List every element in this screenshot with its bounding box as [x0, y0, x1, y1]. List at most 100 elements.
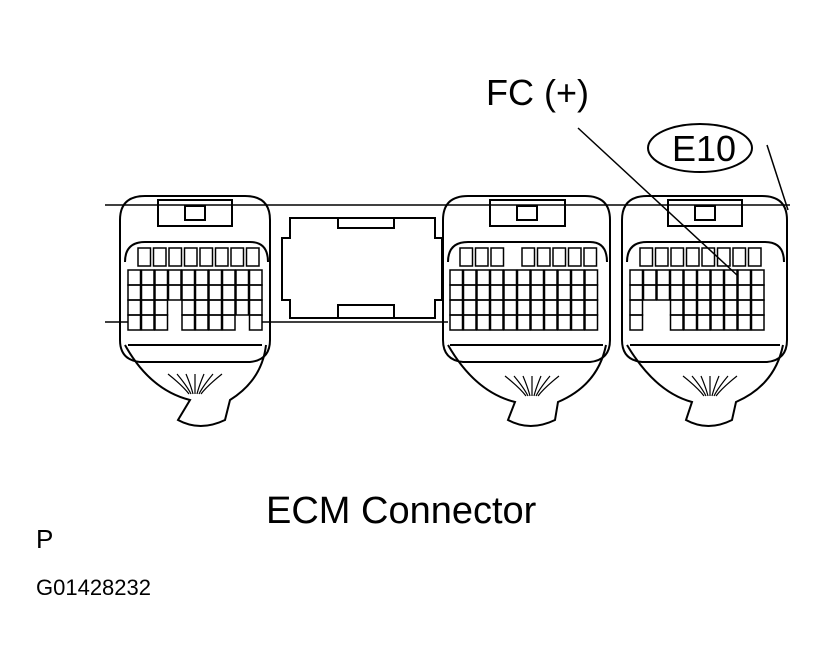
connector-pin [199, 247, 214, 267]
connector-pin [503, 314, 518, 331]
connector-pin [683, 299, 698, 316]
connector-pin [167, 284, 182, 301]
wire-line [715, 375, 738, 397]
connector-pin [642, 269, 657, 286]
connector-pin [552, 247, 567, 267]
connector-pin [654, 247, 669, 267]
connector-pin [570, 284, 585, 301]
connector-pin [750, 284, 765, 301]
code-letter: P [36, 524, 54, 554]
connector-pin [181, 269, 196, 286]
e10-connector-ellipse [647, 123, 753, 173]
connector-pin [669, 314, 684, 331]
connector-pin [194, 284, 209, 301]
connector-pin [656, 284, 671, 301]
connector-pin [248, 269, 263, 286]
connector-pin [516, 269, 531, 286]
connector-pin [530, 269, 545, 286]
connector-pin [583, 247, 598, 267]
connector-pin [701, 247, 716, 267]
connector-pin [629, 299, 644, 316]
wire-line [196, 373, 205, 395]
connector-pin [221, 284, 236, 301]
connector-pin [503, 269, 518, 286]
wire-line [176, 373, 192, 395]
wire-line [513, 375, 529, 397]
connector-pin [137, 247, 152, 267]
connector-pin [570, 269, 585, 286]
wire-line [504, 375, 527, 397]
connector-pin [584, 299, 599, 316]
connector-pin [194, 269, 209, 286]
connector-pin [629, 284, 644, 301]
connector-pin [557, 299, 572, 316]
fc-plus-pin-label: FC (+) [486, 72, 589, 113]
wire-line [713, 375, 729, 397]
connector-pin [557, 284, 572, 301]
connector-pin [710, 269, 725, 286]
connector-pin [683, 314, 698, 331]
connector-pin [656, 269, 671, 286]
connector-pin [476, 269, 491, 286]
connector-pin [194, 314, 209, 331]
connector-pin [737, 284, 752, 301]
connector-pin [629, 314, 644, 331]
connector-pin [459, 247, 474, 267]
connector-pin [543, 314, 558, 331]
connector-pin [683, 269, 698, 286]
connector-pin [208, 299, 223, 316]
connector-pin [449, 284, 464, 301]
connector-pin [750, 314, 765, 331]
connector-pin [696, 284, 711, 301]
connector-e10 [621, 195, 788, 427]
connector-pin [248, 284, 263, 301]
connector-pin [685, 247, 700, 267]
connector-pin [732, 247, 747, 267]
connector-pin [696, 269, 711, 286]
wire-line [691, 375, 707, 397]
wire-line [535, 375, 551, 397]
connector-pin [710, 299, 725, 316]
connector-pin [194, 299, 209, 316]
connector-pin [127, 314, 142, 331]
connector-pin [543, 284, 558, 301]
connector-pin [521, 247, 536, 267]
connector-pin [670, 247, 685, 267]
connector-pin [567, 247, 582, 267]
connector-pin [629, 269, 644, 286]
connector-pin [747, 247, 762, 267]
connector-pin [140, 314, 155, 331]
connector-pin [245, 247, 260, 267]
connector-pin [181, 314, 196, 331]
connector-pin [449, 314, 464, 331]
wire-line [198, 373, 214, 395]
connector-pin [723, 269, 738, 286]
connector-pin [723, 314, 738, 331]
connector-pin [669, 284, 684, 301]
connector-pin [536, 247, 551, 267]
connector-pin [750, 299, 765, 316]
connector-pin [710, 284, 725, 301]
wire-line [200, 373, 223, 395]
connector-pin [154, 269, 169, 286]
connector-pin [570, 299, 585, 316]
connector-pin [230, 247, 245, 267]
wire-line [167, 373, 190, 395]
connector-pin [476, 299, 491, 316]
connector-pin [737, 299, 752, 316]
connector-pin [489, 299, 504, 316]
connector-pin [723, 299, 738, 316]
e10-leader-line [766, 144, 789, 211]
connector-pin [584, 314, 599, 331]
connector-pin [750, 269, 765, 286]
e10-connector-label: E10 [672, 128, 737, 169]
connector-pin [235, 269, 250, 286]
connector-pin [462, 284, 477, 301]
connector-pin [127, 269, 142, 286]
connector-pin [208, 269, 223, 286]
connector-pin [154, 299, 169, 316]
connector-pin [476, 314, 491, 331]
connector-pin [208, 284, 223, 301]
connector-pin [181, 284, 196, 301]
